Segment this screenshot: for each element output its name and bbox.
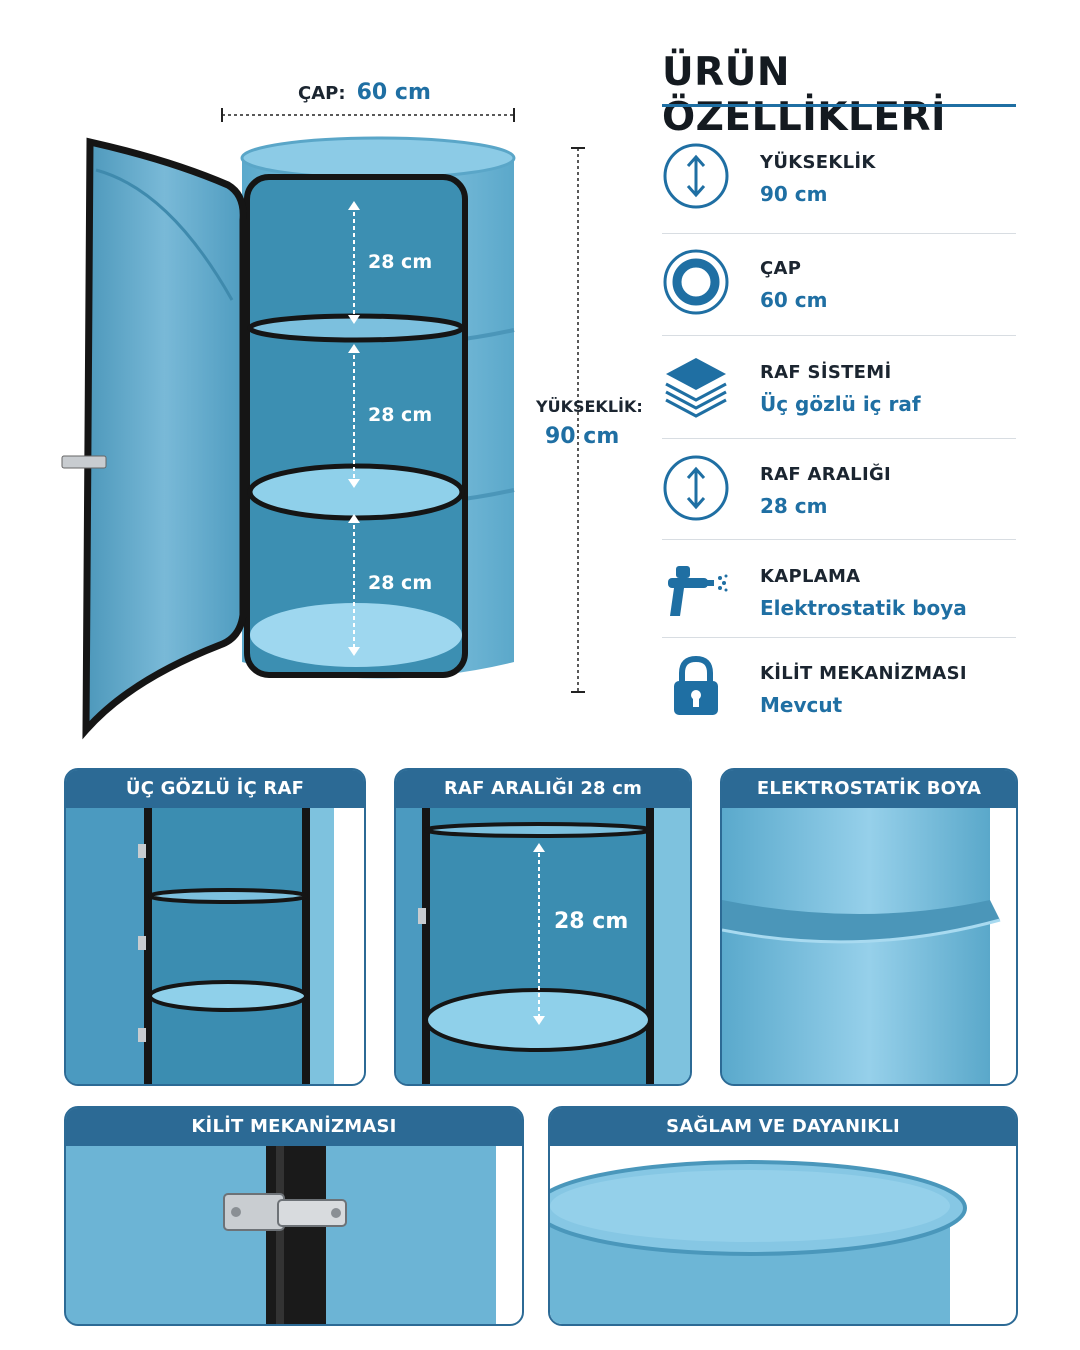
spec-row-shelf-spacing: RAF ARALIĞI 28 cm xyxy=(662,442,1016,543)
spec-value: Mevcut xyxy=(760,693,843,717)
card-measure: 28 cm xyxy=(554,909,629,934)
coating-image xyxy=(722,808,1016,1084)
diameter-label-text: ÇAP: xyxy=(298,83,346,104)
spec-row-height: YÜKSEKLİK 90 cm xyxy=(662,130,1016,231)
page-title: ÜRÜN ÖZELLİKLERİ xyxy=(662,50,947,140)
divider xyxy=(662,233,1016,234)
shelf-measure-top: 28 cm xyxy=(368,251,433,273)
divider xyxy=(662,539,1016,540)
spec-label: YÜKSEKLİK xyxy=(760,152,876,173)
spec-label: KAPLAMA xyxy=(760,566,861,587)
card-title: RAF ARALIĞI 28 cm xyxy=(396,770,690,808)
three-shelves-image xyxy=(66,808,364,1084)
feature-card-coating: ELEKTROSTATİK BOYA xyxy=(720,768,1018,1086)
card-title: SAĞLAM VE DAYANIKLI xyxy=(550,1108,1016,1146)
spray-gun-icon xyxy=(668,566,728,616)
card-title: KİLİT MEKANİZMASI xyxy=(66,1108,522,1146)
spec-row-diameter: ÇAP 60 cm xyxy=(662,236,1016,337)
vertical-arrows-icon xyxy=(663,455,729,521)
spec-value: Elektrostatik boya xyxy=(760,596,967,620)
spec-row-shelf-system: RAF SİSTEMİ Üç gözlü iç raf xyxy=(662,340,1016,441)
spec-label: RAF SİSTEMİ xyxy=(760,362,892,383)
spec-value: 60 cm xyxy=(760,288,828,312)
lock-icon xyxy=(674,655,718,715)
barrel-cabinet-illustration xyxy=(61,108,585,740)
shelf-measure-middle: 28 cm xyxy=(368,404,433,426)
diameter-value: 60 cm xyxy=(356,80,431,105)
durable-image xyxy=(550,1146,1016,1324)
spec-value: 90 cm xyxy=(760,182,828,206)
divider xyxy=(662,637,1016,638)
divider xyxy=(662,438,1016,439)
spec-value: 28 cm xyxy=(760,494,828,518)
divider xyxy=(662,335,1016,336)
feature-card-durable: SAĞLAM VE DAYANIKLI xyxy=(548,1106,1018,1326)
feature-card-lock: KİLİT MEKANİZMASI xyxy=(64,1106,524,1326)
shelf-spacing-image xyxy=(396,808,690,1084)
spec-row-coating: KAPLAMA Elektrostatik boya xyxy=(662,544,1016,645)
lock-mechanism-image xyxy=(66,1146,522,1324)
card-title: ELEKTROSTATİK BOYA xyxy=(722,770,1016,808)
ring-icon xyxy=(663,249,729,315)
feature-card-shelf-spacing: RAF ARALIĞI 28 cm 28 cm xyxy=(394,768,692,1086)
layers-icon xyxy=(665,358,727,418)
vertical-arrows-icon xyxy=(663,143,729,209)
feature-card-three-shelves: ÜÇ GÖZLÜ İÇ RAF xyxy=(64,768,366,1086)
shelf-measure-bottom: 28 cm xyxy=(368,572,433,594)
card-title: ÜÇ GÖZLÜ İÇ RAF xyxy=(66,770,364,808)
spec-row-lock: KİLİT MEKANİZMASI Mevcut xyxy=(662,641,1016,742)
diameter-label: ÇAP: 60 cm xyxy=(298,80,431,105)
spec-label: RAF ARALIĞI xyxy=(760,464,892,485)
height-label: YÜKSEKLİK: xyxy=(536,397,643,416)
spec-label: KİLİT MEKANİZMASI xyxy=(760,663,967,684)
spec-label: ÇAP xyxy=(760,258,802,279)
spec-value: Üç gözlü iç raf xyxy=(760,392,921,416)
height-value: 90 cm xyxy=(545,424,620,449)
title-underline xyxy=(662,104,1016,107)
